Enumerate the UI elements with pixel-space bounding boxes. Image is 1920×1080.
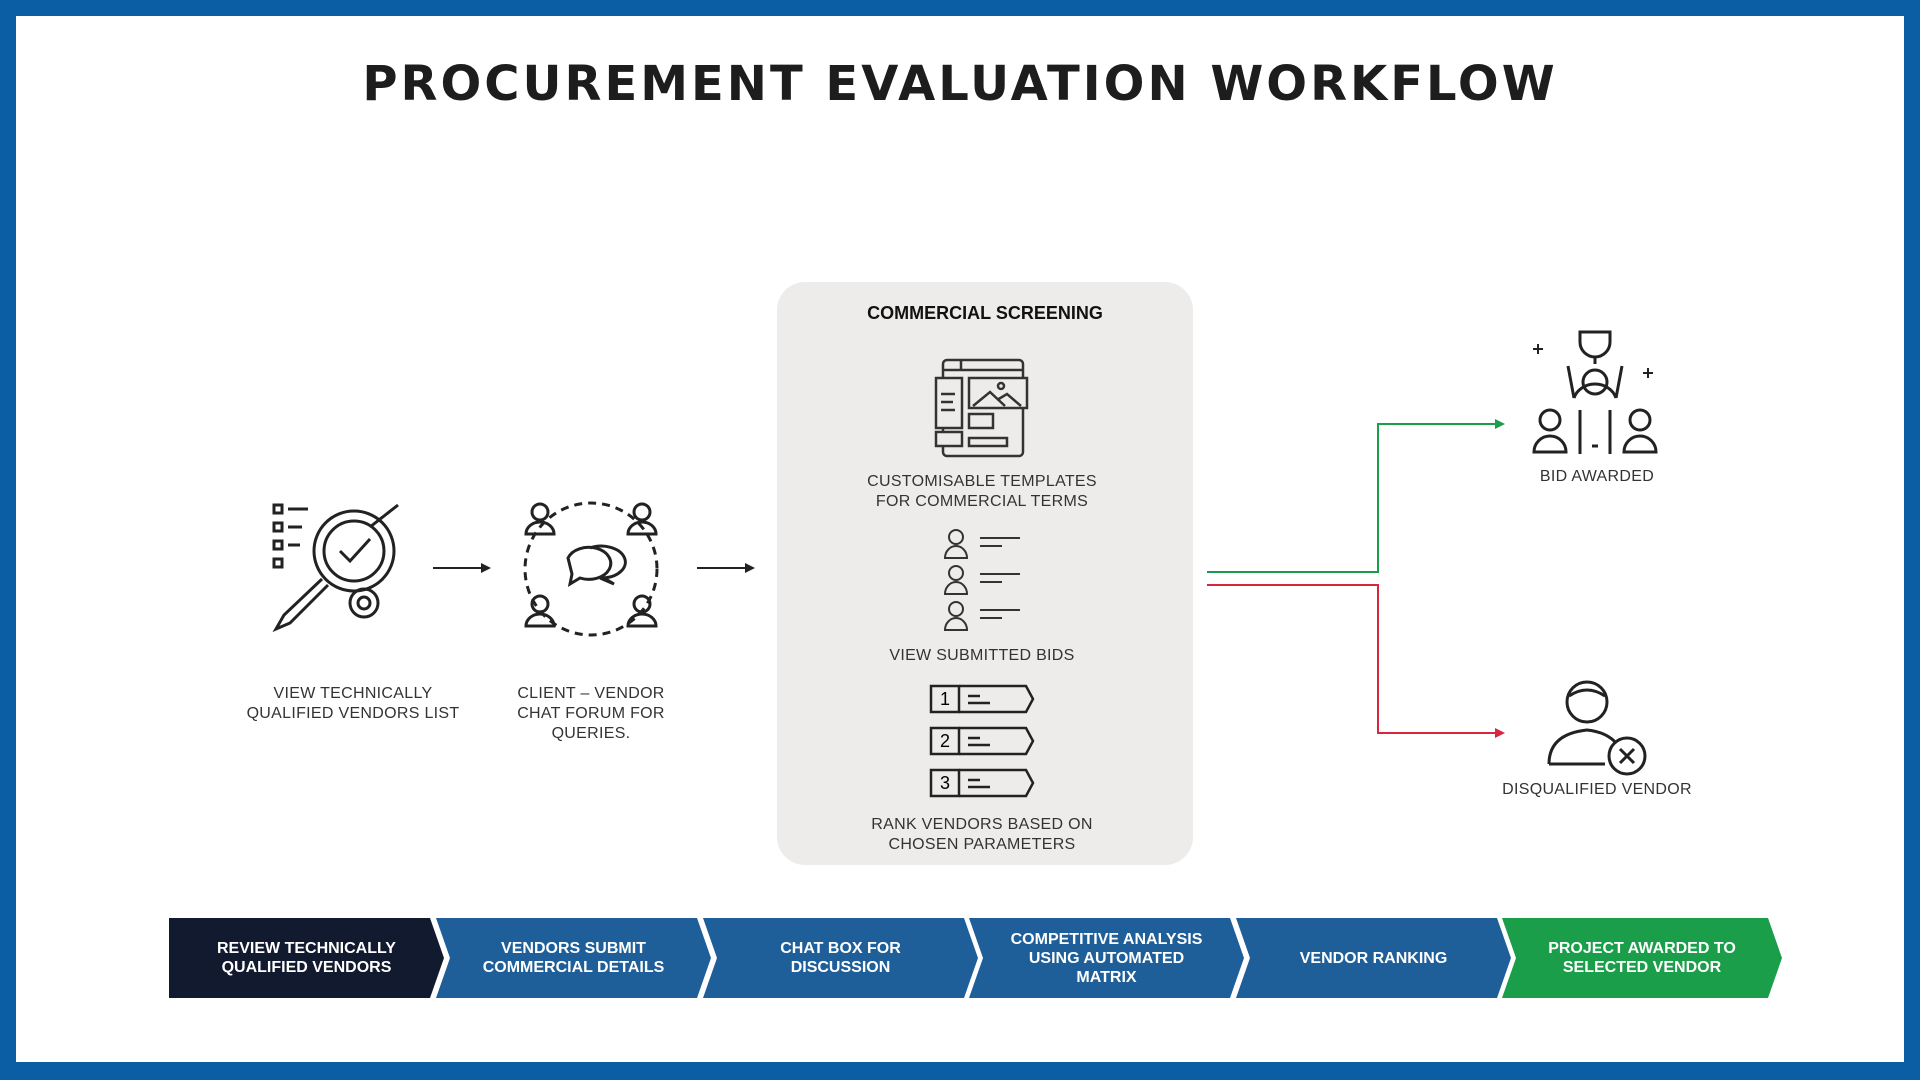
arrow-right-icon: [433, 563, 491, 573]
step-view-vendors-label: VIEW TECHNICALLY QUALIFIED VENDORS LIST: [246, 685, 460, 722]
pipeline-step-1: REVIEW TECHNICALLY QUALIFIED VENDORS: [169, 918, 444, 998]
rank-tag-icon: [929, 726, 1035, 756]
accept-connector: [1207, 423, 1497, 573]
pipeline-step-label: CHAT BOX FOR DISCUSSION: [780, 940, 901, 976]
rank-number: 3: [939, 773, 950, 793]
rank-list: 1 2 3: [929, 684, 1035, 810]
template-icon: [934, 358, 1029, 458]
rank-tag-icon: [929, 684, 1035, 714]
pipeline-step-label: VENDORS SUBMIT COMMERCIAL DETAILS: [482, 940, 665, 976]
panel-title: COMMERCIAL SCREENING: [867, 303, 1103, 323]
bid-user-icon: [943, 601, 1020, 631]
disqualified-label: DISQUALIFIED VENDOR: [1502, 781, 1692, 798]
trophy-award-icon: [1532, 330, 1658, 454]
rank-number: 2: [939, 731, 950, 751]
pipeline-step-4: COMPETITIVE ANALYSIS USING AUTOMATED MAT…: [969, 918, 1244, 998]
bid-user-icon: [943, 529, 1020, 559]
chat-forum-icon: [523, 501, 659, 637]
pipeline-step-label: PROJECT AWARDED TO SELECTED VENDOR: [1548, 940, 1736, 976]
bids-label: VIEW SUBMITTED BIDS: [889, 647, 1075, 664]
bid-awarded-label: BID AWARDED: [1539, 468, 1655, 485]
branch-connectors: [1207, 419, 1505, 738]
pipeline-step-label: VENDOR RANKING: [1299, 949, 1448, 967]
step-chat-forum-label: CLIENT – VENDOR CHAT FORUM FOR QUERIES.: [517, 685, 665, 742]
page-title: PROCUREMENT EVALUATION WORKFLOW: [362, 56, 1558, 112]
pipeline-step-3: CHAT BOX FOR DISCUSSION: [703, 918, 978, 998]
rank-label: RANK VENDORS BASED ON CHOSEN PARAMETERS: [871, 816, 1093, 853]
rank-item: 2: [929, 726, 1035, 768]
search-checklist-icon: [272, 503, 399, 633]
rank-item: 1: [929, 684, 1035, 726]
pipeline-step-5: VENDOR RANKING: [1236, 918, 1511, 998]
rank-item: 3: [929, 768, 1035, 810]
bid-user-icon: [943, 565, 1020, 595]
pipeline-step-6: PROJECT AWARDED TO SELECTED VENDOR: [1502, 918, 1782, 998]
pipeline-step-label: COMPETITIVE ANALYSIS USING AUTOMATED MAT…: [1010, 930, 1203, 986]
reject-connector: [1207, 584, 1497, 734]
pipeline-step-label: REVIEW TECHNICALLY QUALIFIED VENDORS: [217, 940, 396, 976]
rank-number: 1: [939, 689, 950, 709]
templates-label: CUSTOMISABLE TEMPLATES FOR COMMERCIAL TE…: [867, 473, 1097, 510]
arrow-right-icon: [697, 563, 755, 573]
rank-tag-icon: [929, 768, 1035, 798]
disqualified-user-icon: [1547, 680, 1647, 776]
pipeline-step-2: VENDORS SUBMIT COMMERCIAL DETAILS: [436, 918, 711, 998]
